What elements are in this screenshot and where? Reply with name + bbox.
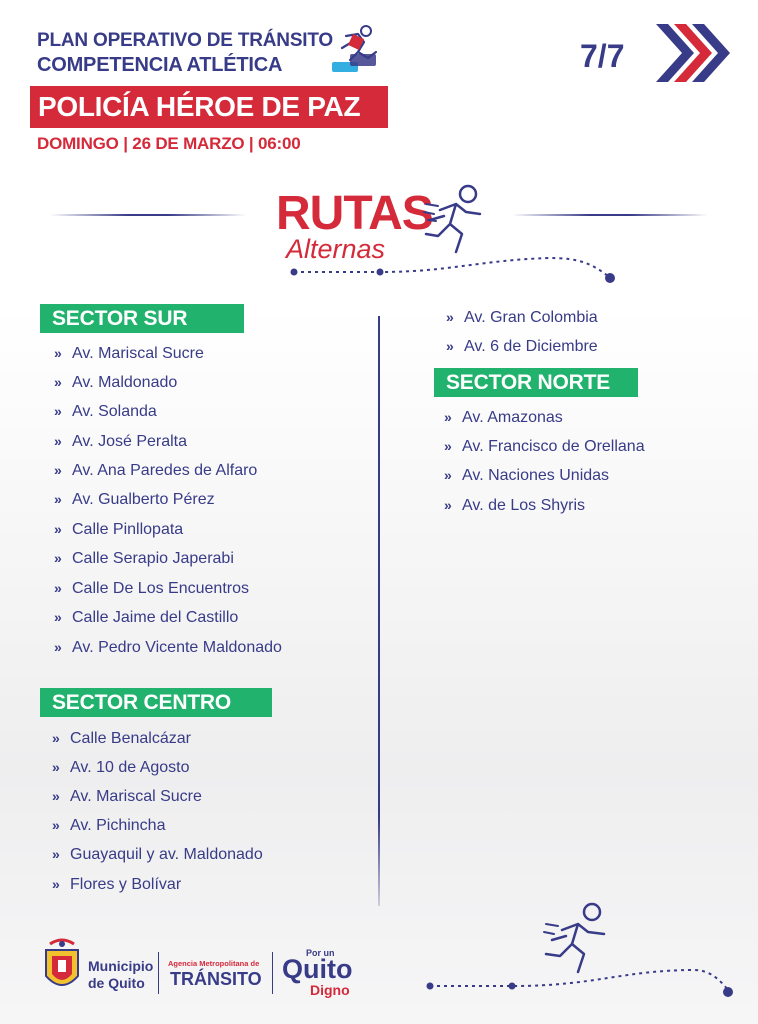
chevron-right-icon: » — [54, 374, 62, 390]
footer-divider — [158, 952, 159, 994]
chevron-right-icon: » — [54, 639, 62, 655]
list-item: »Av. Gran Colombia — [446, 309, 598, 326]
footer-divider — [272, 952, 273, 994]
chevron-right-icon: » — [444, 409, 452, 425]
runner-icon — [423, 184, 482, 254]
chevron-right-icon: » — [54, 462, 62, 478]
runner-icon — [543, 902, 606, 974]
municipio-line1: Municipio — [88, 958, 154, 974]
section-subtitle: Alternas — [286, 234, 386, 264]
chevron-right-icon: » — [54, 403, 62, 419]
list-item: »Av. Maldonado — [54, 374, 178, 391]
section-title: RUTAS — [276, 187, 434, 240]
list-item: »Av. Pedro Vicente Maldonado — [54, 639, 282, 656]
list-item: »Calle Benalcázar — [52, 730, 191, 747]
por-un-label: Por un — [306, 948, 335, 958]
list-item: »Guayaquil y av. Maldonado — [52, 846, 263, 863]
header-title-line1: PLAN OPERATIVO DE TRÁNSITO — [37, 30, 334, 51]
list-item: »Calle Pinllopata — [54, 521, 184, 538]
list-item: »Av. Naciones Unidas — [444, 467, 610, 484]
title-divider-left — [50, 214, 246, 216]
dotted-path-decoration — [426, 968, 733, 997]
chevron-right-icon: » — [54, 433, 62, 449]
chevron-right-icon: » — [446, 338, 454, 354]
chevron-right-icon: » — [52, 730, 60, 746]
list-item: »Calle Jaime del Castillo — [54, 609, 239, 626]
header-banner: POLICÍA HÉROE DE PAZ — [30, 86, 388, 128]
list-item: »Av. Ana Paredes de Alfaro — [54, 462, 258, 479]
list-item: »Calle De Los Encuentros — [54, 580, 249, 597]
quito-label: Quito — [282, 954, 353, 984]
list-item: »Flores y Bolívar — [52, 876, 182, 893]
runner-badge-icon — [332, 25, 378, 72]
event-date: DOMINGO | 26 DE MARZO | 06:00 — [37, 134, 301, 153]
list-item: »Av. 6 de Diciembre — [446, 338, 598, 355]
sector-sur-heading: SECTOR SUR — [40, 304, 244, 333]
page-counter: 7/7 — [580, 38, 625, 74]
column-divider — [378, 316, 380, 906]
chevron-right-icon: » — [52, 788, 60, 804]
chevron-right-icon: » — [444, 467, 452, 483]
list-item: »Av. José Peralta — [54, 433, 188, 450]
transito-label: TRÁNSITO — [170, 969, 262, 989]
digno-label: Digno — [310, 982, 350, 998]
title-divider-right — [512, 214, 708, 216]
chevron-right-icon: » — [54, 580, 62, 596]
chevron-right-icon: » — [54, 345, 62, 361]
sector-norte-heading: SECTOR NORTE — [434, 368, 638, 397]
chevron-right-icon: » — [52, 817, 60, 833]
chevron-right-icon: » — [54, 491, 62, 507]
sector-centro-heading: SECTOR CENTRO — [40, 688, 272, 717]
list-item: »Av. Mariscal Sucre — [52, 788, 202, 805]
list-item: »Av. Gualberto Pérez — [54, 491, 215, 508]
chevron-right-icon: » — [52, 876, 60, 892]
chevron-right-icon: » — [52, 759, 60, 775]
list-item: »Av. Amazonas — [444, 409, 563, 426]
list-item: »Calle Serapio Japerabi — [54, 550, 234, 567]
chevron-right-icon: » — [444, 497, 452, 513]
list-item: »Av. Pichincha — [52, 817, 166, 834]
list-item: »Av. de Los Shyris — [444, 497, 586, 514]
quito-coat-of-arms-icon — [45, 938, 79, 986]
list-item: »Av. Francisco de Orellana — [444, 438, 645, 455]
agencia-label: Agencia Metropolitana de — [168, 959, 260, 968]
forward-chevrons-icon — [656, 24, 730, 82]
list-item: »Av. Mariscal Sucre — [54, 345, 204, 362]
chevron-right-icon: » — [52, 846, 60, 862]
list-item: »Av. Solanda — [54, 403, 157, 420]
chevron-right-icon: » — [54, 550, 62, 566]
municipio-line2: de Quito — [88, 975, 145, 991]
chevron-right-icon: » — [446, 309, 454, 325]
chevron-right-icon: » — [444, 438, 452, 454]
list-item: »Av. 10 de Agosto — [52, 759, 190, 776]
chevron-right-icon: » — [54, 609, 62, 625]
chevron-right-icon: » — [54, 521, 62, 537]
header-title-line2: COMPETENCIA ATLÉTICA — [37, 54, 283, 76]
dotted-path-decoration — [290, 256, 615, 283]
